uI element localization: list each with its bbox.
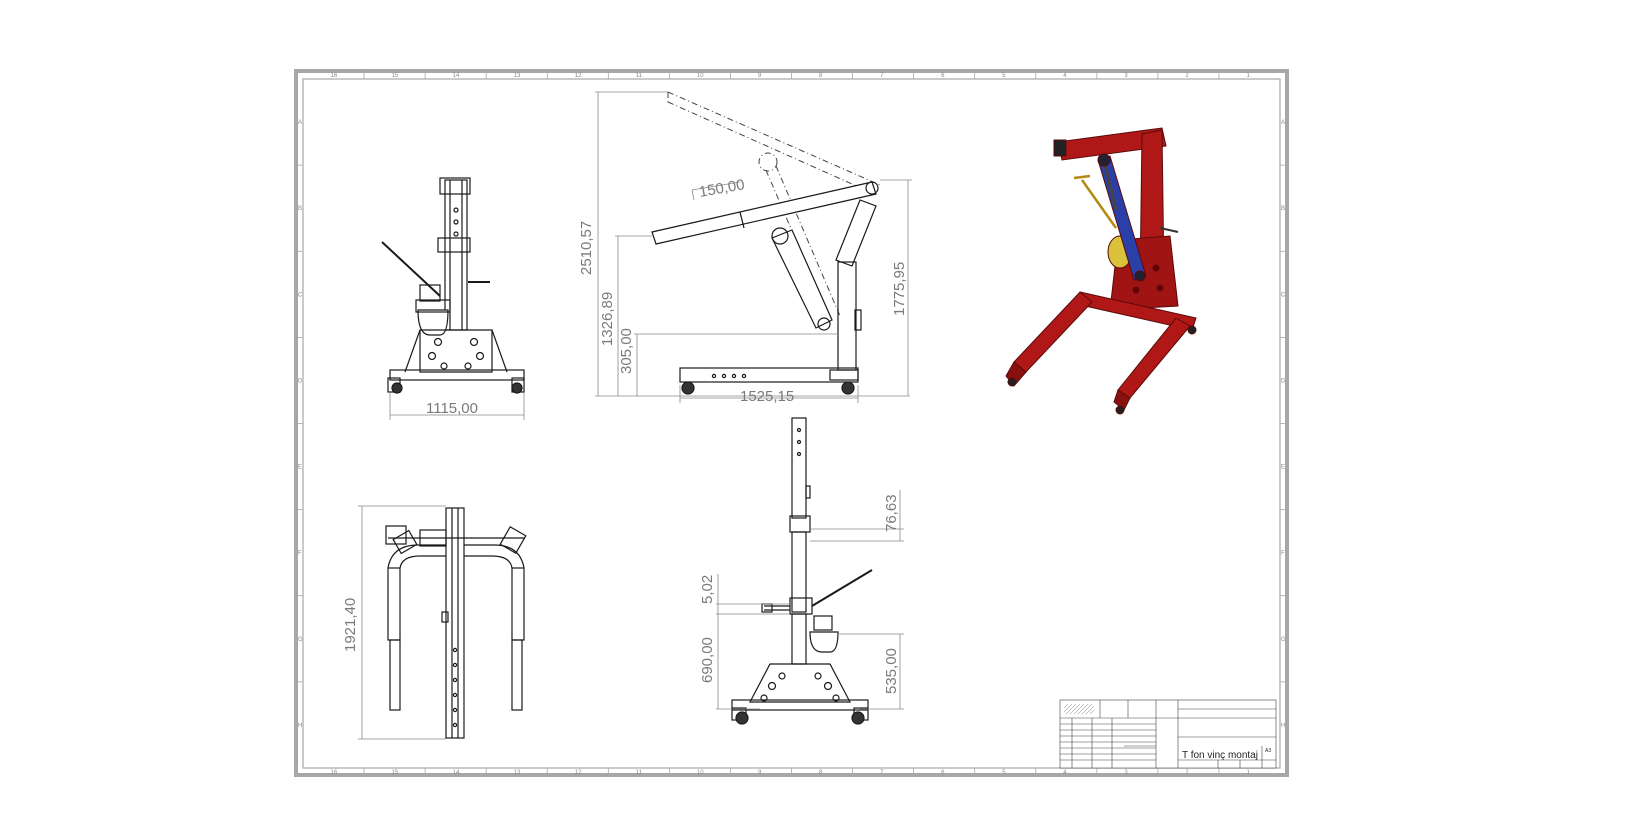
zone-label-top: 10 [697, 73, 704, 79]
zone-label-top: 2 [1185, 73, 1189, 79]
zone-label-top: 1 [1246, 73, 1250, 79]
dim-rear-pump: 535,00 [883, 648, 900, 694]
zone-label-bottom: 3 [1124, 770, 1128, 776]
dim-side-base-height: 305,00 [618, 328, 635, 374]
zone-label-right: H [1281, 723, 1285, 729]
zone-label-top: 3 [1124, 73, 1128, 79]
dim-side-length: 1525,15 [740, 388, 794, 405]
zone-label-top: 8 [819, 73, 823, 79]
dim-side-mid-height: 1326,89 [599, 292, 616, 346]
zone-label-bottom: 13 [514, 770, 521, 776]
zone-label-bottom: 16 [331, 770, 338, 776]
rear-view-dimension-lines [716, 490, 904, 710]
title-block-drawing-title: T fon vinç montaj [1182, 750, 1258, 761]
zone-label-left: F [298, 551, 302, 557]
front-view [381, 177, 525, 394]
side-view-dimension-lines [595, 91, 912, 403]
zone-label-bottom: 5 [1002, 770, 1006, 776]
zone-label-top: 5 [1002, 73, 1006, 79]
dim-side-mast-height: 1775,95 [891, 262, 908, 316]
zone-label-left: H [298, 723, 302, 729]
dim-side-boom-offset: 150,00 [698, 176, 746, 201]
zone-label-right: C [1281, 292, 1286, 298]
zone-label-bottom: 12 [575, 770, 582, 776]
dim-rear-lower: 690,00 [699, 637, 716, 683]
zone-label-top: 4 [1063, 73, 1067, 79]
zone-label-bottom: 8 [819, 770, 823, 776]
zone-label-right: A [1281, 120, 1285, 126]
zone-label-left: B [298, 206, 302, 212]
zone-label-bottom: 15 [392, 770, 399, 776]
zone-label-bottom: 14 [453, 770, 460, 776]
side-view [651, 91, 881, 395]
zone-label-right: E [1281, 465, 1285, 471]
zone-label-bottom: 10 [697, 770, 704, 776]
zone-label-bottom: 9 [758, 770, 762, 776]
dim-front-width [389, 393, 525, 420]
title-block [1059, 699, 1277, 769]
zone-label-top: 6 [941, 73, 945, 79]
zone-label-right: D [1281, 378, 1286, 384]
dim-front-width-label: 1115,00 [426, 400, 478, 417]
top-view [385, 507, 527, 739]
zone-labels-left: A B C D E F G H [296, 120, 303, 729]
zone-label-left: C [298, 292, 303, 298]
zone-label-bottom: 7 [880, 770, 884, 776]
zone-label-left: D [298, 378, 303, 384]
zone-label-bottom: 2 [1185, 770, 1189, 776]
zone-label-top: 13 [514, 73, 521, 79]
zone-label-top: 16 [331, 73, 338, 79]
isometric-crane-view [1005, 127, 1197, 415]
zone-labels-bottom: 16 15 14 13 12 11 10 9 8 7 6 5 4 3 2 1 [331, 768, 1250, 776]
zone-label-top: 7 [880, 73, 884, 79]
zone-label-right: B [1281, 206, 1285, 212]
zone-label-right: F [1281, 551, 1285, 557]
zone-label-top: 11 [636, 73, 643, 79]
dim-top-depth-label: 1921,40 [342, 598, 359, 652]
zone-label-left: E [298, 465, 302, 471]
zone-label-left: G [298, 637, 303, 643]
zone-labels-right: A B C D E F G H [1280, 120, 1287, 729]
zone-label-top: 12 [575, 73, 582, 79]
title-block-sheet-size: A3 [1265, 748, 1271, 754]
dim-top-depth [358, 505, 446, 740]
zone-label-left: A [298, 120, 302, 126]
zone-label-top: 14 [453, 73, 460, 79]
dim-side-overall-height: 2510,57 [578, 221, 595, 275]
rear-view [731, 417, 873, 725]
zone-label-bottom: 1 [1246, 770, 1250, 776]
zone-label-top: 15 [392, 73, 399, 79]
dim-rear-small: 5,02 [699, 575, 716, 604]
zone-label-top: 9 [758, 73, 762, 79]
zone-label-right: G [1281, 637, 1286, 643]
dim-rear-upper: 76,63 [883, 494, 900, 532]
zone-labels-top: 16 15 14 13 12 11 10 9 8 7 6 5 4 3 2 1 [331, 71, 1250, 79]
zone-label-bottom: 11 [636, 770, 643, 776]
zone-label-bottom: 6 [941, 770, 945, 776]
zone-label-bottom: 4 [1063, 770, 1067, 776]
